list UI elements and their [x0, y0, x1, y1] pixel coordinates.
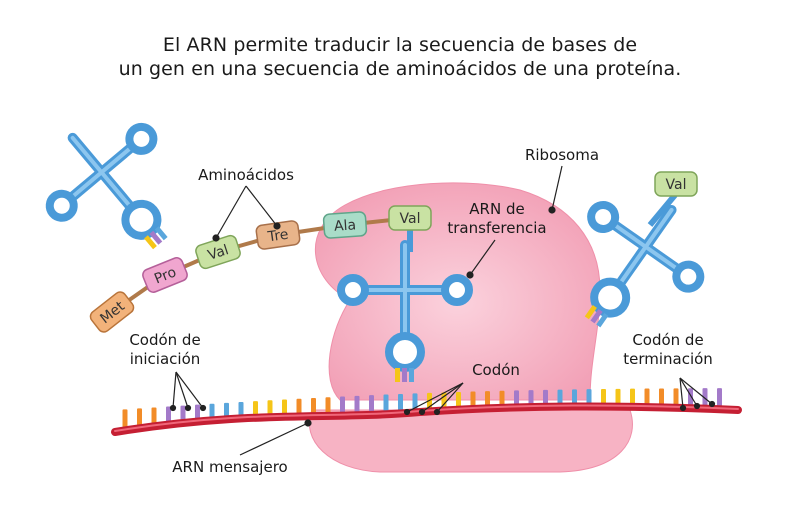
mrna-base — [615, 388, 621, 407]
mrna-base — [456, 391, 461, 410]
amino-acid-0: Met — [89, 291, 135, 333]
mrna-base — [702, 388, 708, 407]
trna-incoming-right-icon — [584, 200, 705, 328]
label-arn-transferencia-2: transferencia — [447, 219, 546, 237]
mrna-base — [644, 388, 650, 407]
label-codon-iniciacion-2: iniciación — [130, 350, 201, 368]
amino-acid-label: Val — [206, 242, 231, 264]
mrna-base — [137, 408, 142, 427]
label-aminoacidos: Aminoácidos — [198, 166, 294, 184]
mrna-base — [354, 395, 360, 414]
amino-acid-label: Pro — [152, 264, 179, 287]
mrna-base — [151, 407, 157, 426]
label-codon: Codón — [472, 361, 520, 379]
amino-acid-incoming: Val — [654, 171, 698, 197]
mrna-base — [601, 388, 606, 407]
amino-acid-label: Val — [400, 211, 421, 227]
label-ribosoma: Ribosoma — [525, 146, 599, 164]
trna-in-ribosome-icon — [337, 240, 473, 382]
label-codon-terminacion-1: Codón de — [632, 331, 703, 349]
mrna-base — [659, 388, 664, 407]
mrna-base — [166, 406, 171, 425]
mrna-base — [296, 398, 302, 417]
mrna-base — [340, 396, 345, 415]
label-arn-transferencia-1: ARN de — [469, 200, 524, 218]
mrna-base — [717, 388, 722, 407]
title-line-2: un gen en una secuencia de aminoácidos d… — [118, 58, 682, 80]
label-codon-terminacion-2: terminación — [623, 350, 713, 368]
mrna-base — [369, 395, 374, 414]
amino-acid-5: Val — [388, 205, 432, 231]
amino-acid-label: Tre — [266, 227, 290, 246]
mrna-base — [122, 409, 128, 428]
amino-acid-label: Ala — [334, 217, 357, 234]
mrna-base — [630, 388, 635, 407]
label-codon-iniciacion-1: Codón de — [129, 331, 200, 349]
mrna-base — [398, 393, 403, 412]
mrna-base — [311, 397, 316, 416]
amino-acid-1: Pro — [142, 257, 188, 293]
mrna-base — [325, 397, 331, 416]
trna-free-left-icon — [45, 122, 168, 250]
ribosome-small-subunit — [308, 409, 633, 473]
title-line-1: El ARN permite traducir la secuencia de … — [162, 34, 638, 56]
amino-acid-2: Val — [195, 234, 241, 270]
amino-acid-4: Ala — [322, 211, 368, 239]
mrna-base — [383, 394, 389, 413]
label-arn-mensajero: ARN mensajero — [172, 458, 287, 476]
amino-acid-incoming-label: Val — [666, 177, 687, 193]
mrna-base — [673, 388, 679, 407]
